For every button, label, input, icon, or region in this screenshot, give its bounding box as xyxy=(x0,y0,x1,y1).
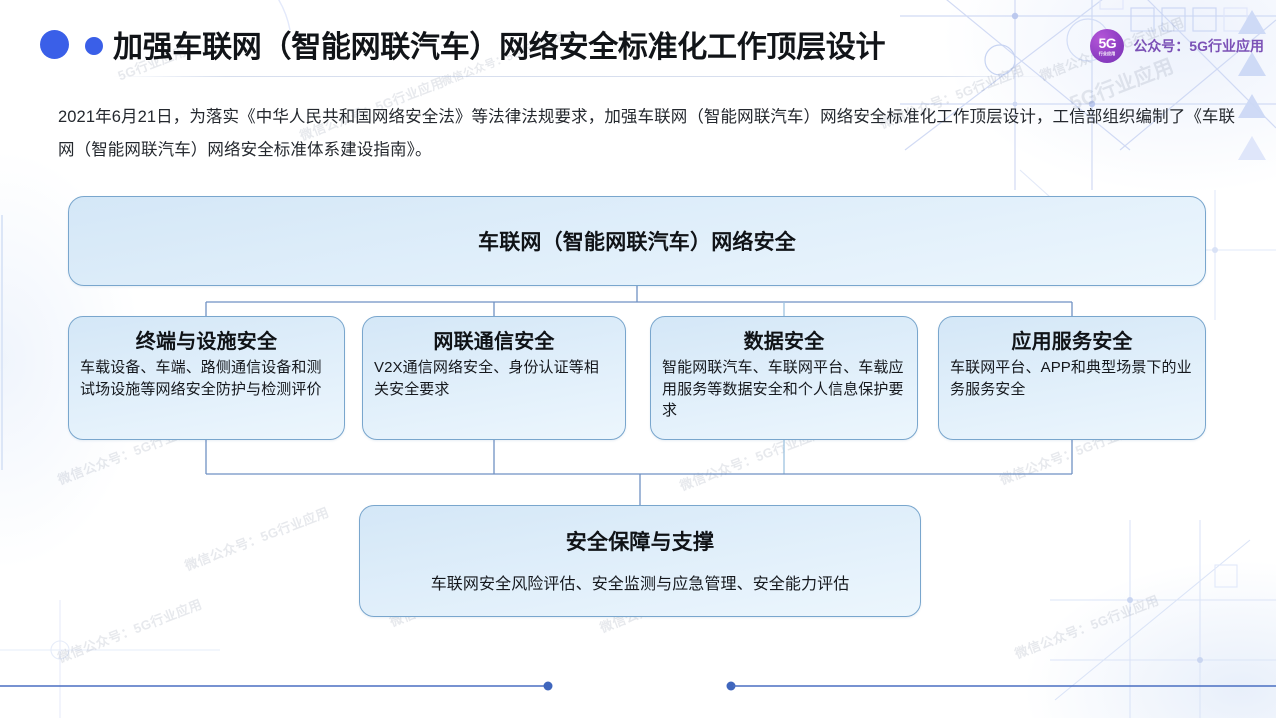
node-description: 车联网安全风险评估、安全监测与应急管理、安全能力评估 xyxy=(430,576,850,594)
node-title: 网联通信安全 xyxy=(433,331,555,353)
node-title: 终端与设施安全 xyxy=(135,331,278,353)
title-bullet-small-icon xyxy=(85,37,103,55)
node-description: 车联网平台、APP和典型场景下的业务服务安全 xyxy=(950,359,1192,398)
node-description: 智能网联汽车、车联网平台、车载应用服务等数据安全和个人信息保护要求 xyxy=(662,359,904,419)
brand-badge: 5G 行业应用 公众号：5G行业应用 xyxy=(1090,29,1264,63)
diagram-node-root[interactable]: 车联网（智能网联汽车）网络安全 xyxy=(68,196,1206,286)
header-divider xyxy=(113,76,1053,77)
brand-label: 公众号：5G行业应用 xyxy=(1133,38,1264,54)
slide-header: 加强车联网（智能网联汽车）网络安全标准化工作顶层设计 5G 行业应用 公众号：5… xyxy=(0,0,1276,88)
node-title: 应用服务安全 xyxy=(1011,331,1133,353)
page-title: 加强车联网（智能网联汽车）网络安全标准化工作顶层设计 xyxy=(113,31,886,64)
node-description: V2X通信网络安全、身份认证等相关安全要求 xyxy=(374,359,599,398)
node-title: 数据安全 xyxy=(743,331,825,353)
diagram-node-data-security[interactable]: 数据安全 智能网联汽车、车联网平台、车载应用服务等数据安全和个人信息保护要求 xyxy=(650,316,918,440)
node-title: 车联网（智能网联汽车）网络安全 xyxy=(478,231,796,254)
node-title: 安全保障与支撑 xyxy=(565,531,715,555)
diagram-node-application-service-security[interactable]: 应用服务安全 车联网平台、APP和典型场景下的业务服务安全 xyxy=(938,316,1206,440)
diagram-node-security-assurance-support[interactable]: 安全保障与支撑 车联网安全风险评估、安全监测与应急管理、安全能力评估 xyxy=(359,505,921,617)
intro-paragraph: 2021年6月21日，为落实《中华人民共和国网络安全法》等法律法规要求，加强车联… xyxy=(58,108,1236,159)
node-description: 车载设备、车端、路侧通信设备和测试场设施等网络安全防护与检测评价 xyxy=(80,359,322,398)
logo-5g-icon: 5G 行业应用 xyxy=(1090,29,1125,63)
logo-main-text: 5G xyxy=(1098,35,1117,51)
logo-sub-text: 行业应用 xyxy=(1099,50,1116,56)
diagram-node-connected-communication-security[interactable]: 网联通信安全 V2X通信网络安全、身份认证等相关安全要求 xyxy=(362,316,626,440)
diagram-node-terminal-facility-security[interactable]: 终端与设施安全 车载设备、车端、路侧通信设备和测试场设施等网络安全防护与检测评价 xyxy=(68,316,345,440)
title-bullet-large-icon xyxy=(40,30,69,59)
